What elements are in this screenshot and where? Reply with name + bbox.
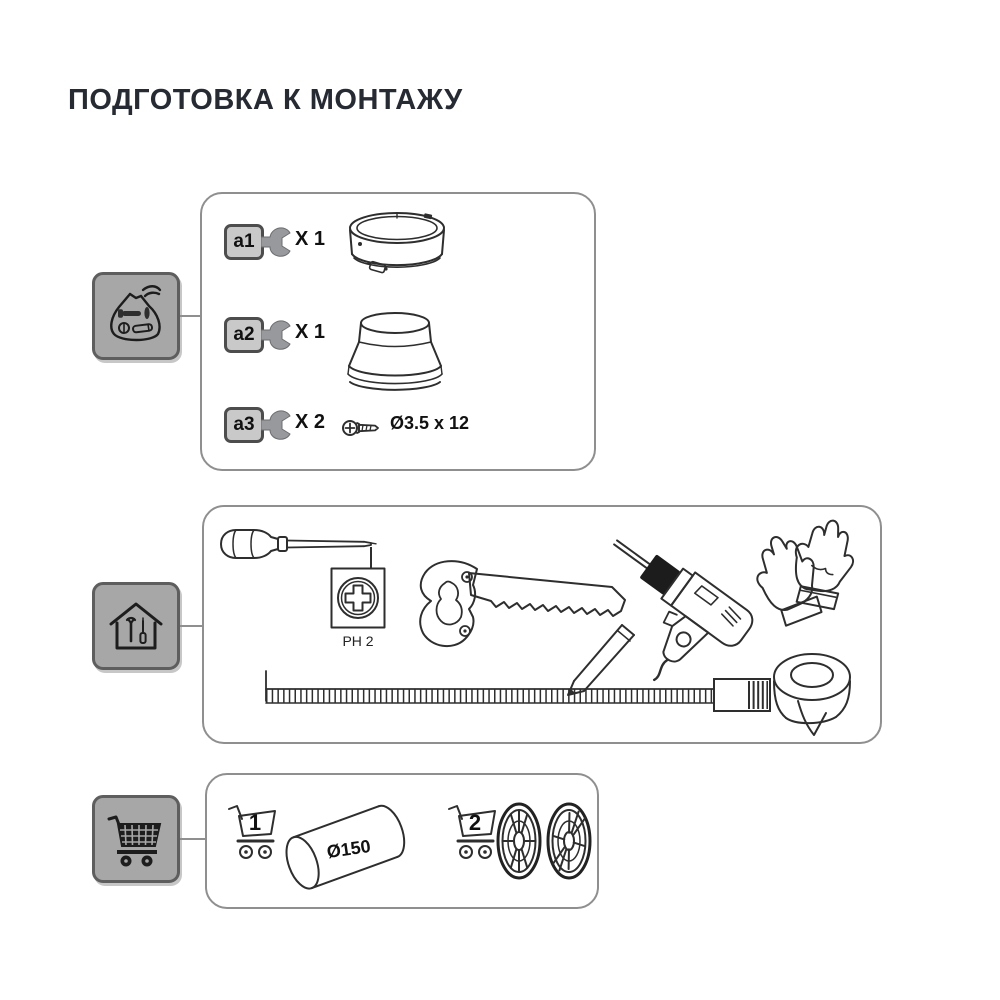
screwdriver-illustration <box>220 529 377 559</box>
connector-line-parts <box>180 315 200 317</box>
connector-line-shop <box>180 838 205 840</box>
connector-line-tools <box>180 625 202 627</box>
part-a3-quantity: X 2 <box>295 411 326 433</box>
part-tag-a3-label: a3 <box>233 414 255 435</box>
part-tag-a1-label: a1 <box>233 231 255 252</box>
shopping-cart-icon <box>92 795 180 883</box>
ph2-bit-symbol <box>330 567 386 629</box>
shopping-cart-1-illustration: 1 <box>228 805 276 859</box>
part-tag-a3: a3 <box>224 407 264 443</box>
bit-size-label: PH 2 <box>342 633 374 649</box>
duct-connector-ring-illustration <box>349 212 445 274</box>
part-tag-a2: a2 <box>224 317 264 353</box>
pencil-illustration <box>567 624 635 696</box>
vent-grille-illustration <box>496 802 542 880</box>
cart-2-number: 2 <box>469 810 481 835</box>
hardware-bag-icon <box>92 272 180 360</box>
hardware-bag-drawing <box>110 285 162 342</box>
drill-illustration <box>613 539 754 682</box>
screw-illustration <box>342 420 379 436</box>
shopping-cart-2-illustration: 2 <box>448 805 496 859</box>
page-title: ПОДГОТОВКА К МОНТАЖУ <box>68 84 463 116</box>
hand-saw-illustration <box>419 560 626 648</box>
cart-1-number: 1 <box>249 810 261 835</box>
shopping-cart-drawing <box>107 815 162 867</box>
bit-pointer-line <box>370 547 372 569</box>
part-tag-a1: a1 <box>224 224 264 260</box>
shop-panel: 1 Ø150 2 <box>205 773 599 909</box>
part-a2-quantity: X 1 <box>295 321 326 343</box>
wrench-icon <box>261 227 291 257</box>
vent-grille-illustration <box>546 802 592 880</box>
part-a1-quantity: X 1 <box>295 228 326 250</box>
home-tools-icon <box>92 582 180 670</box>
parts-panel: a1 X 1 a2 X 1 <box>200 192 596 471</box>
tape-roll-illustration <box>773 653 851 736</box>
tools-panel: PH 2 <box>202 505 882 744</box>
duct-diameter-label: Ø150 <box>326 836 372 862</box>
air-duct-illustration: Ø150 <box>285 804 406 890</box>
wrench-icon <box>261 320 291 350</box>
duct-reducer-illustration <box>347 312 443 391</box>
measuring-tape-illustration <box>265 670 771 712</box>
part-tag-a2-label: a2 <box>233 324 255 345</box>
wrench-icon <box>261 410 291 440</box>
home-tools-drawing <box>109 602 163 650</box>
gloves-illustration <box>756 519 855 627</box>
screw-size-text: Ø3.5 x 12 <box>390 413 470 433</box>
